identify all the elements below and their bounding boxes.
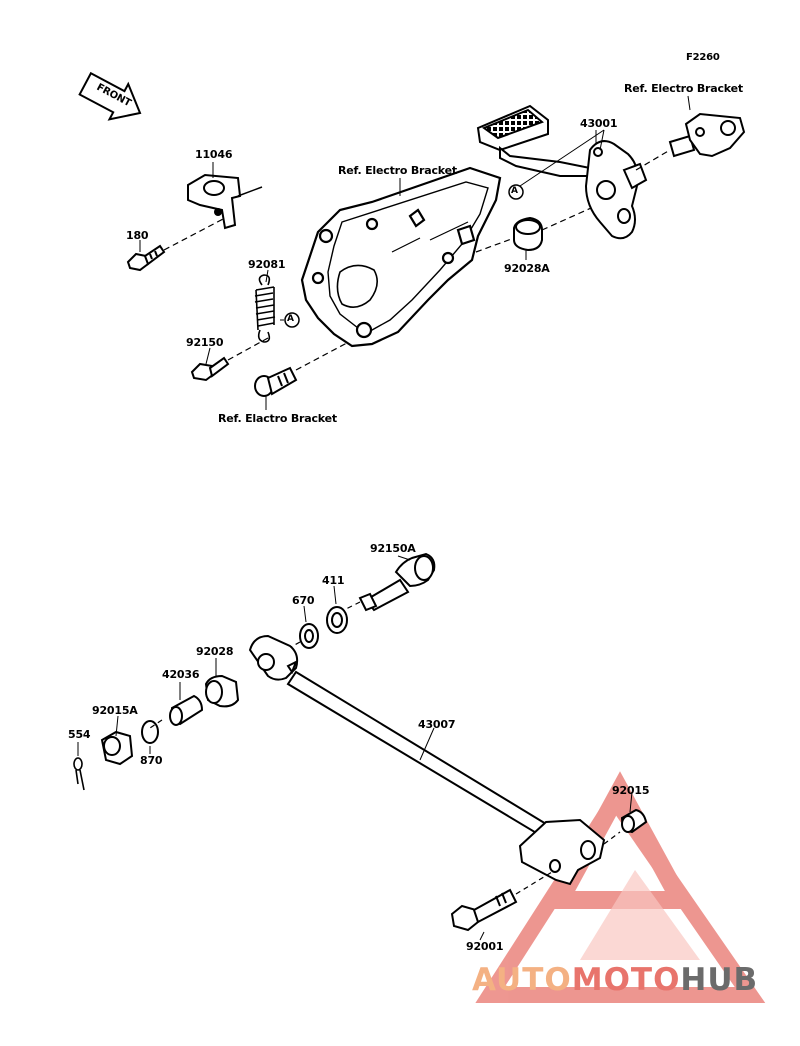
watermark-hub: HUB (680, 962, 759, 998)
part-92015A-nut (100, 730, 134, 766)
electro-bracket (300, 166, 502, 348)
marker-a-2 (508, 184, 524, 200)
part-stepped-bolt (254, 366, 298, 397)
marker-a-label-2: A (511, 186, 518, 196)
label-42036: 42036 (162, 668, 200, 681)
part-554-cotter-pin (73, 757, 85, 791)
ref-electro-bracket-pin (668, 112, 746, 158)
part-92081-spring (254, 274, 276, 343)
part-92015-collar (620, 808, 648, 834)
label-11046: 11046 (195, 148, 233, 161)
part-43001-brake-pedal (476, 104, 648, 240)
label-92015: 92015 (612, 784, 650, 797)
part-92150-bolt (190, 356, 230, 382)
label-92081: 92081 (248, 258, 286, 271)
ref-electro-bracket-mid: Ref. Electro Bracket (338, 164, 457, 177)
ref-electro-bracket-top: Ref. Electro Bracket (624, 82, 743, 95)
marker-a-1 (284, 312, 300, 328)
part-411-washer (326, 606, 348, 634)
label-43001: 43001 (580, 117, 618, 130)
label-92028A: 92028A (504, 262, 550, 275)
part-670-washer (299, 623, 319, 649)
part-92028-bushing (204, 674, 240, 708)
part-92028A-bushing (513, 216, 543, 252)
label-92028: 92028 (196, 645, 234, 658)
part-92150A-shoulder-bolt (358, 552, 436, 612)
label-92150: 92150 (186, 336, 224, 349)
label-92015A: 92015A (92, 704, 138, 717)
part-870-circlip (141, 720, 159, 744)
front-arrow-icon (78, 71, 142, 121)
label-554: 554 (68, 728, 91, 741)
part-180-bolt (126, 244, 166, 272)
part-42036-collar (169, 694, 204, 726)
label-411: 411 (322, 574, 345, 587)
leader-lines-top (139, 95, 691, 410)
label-870: 870 (140, 754, 163, 767)
figure-code: F2260 (686, 52, 720, 63)
marker-a-label-1: A (287, 314, 294, 324)
label-43007: 43007 (418, 718, 456, 731)
part-43007-brake-rod (248, 634, 606, 886)
ref-elactro-bracket-bottom: Ref. Elactro Bracket (218, 412, 337, 425)
watermark-auto: AUTO (472, 962, 572, 998)
label-92001: 92001 (466, 940, 504, 953)
part-11046-clamp (187, 173, 242, 230)
watermark-moto: MOTO (571, 962, 681, 998)
leader-lines-bottom (77, 555, 633, 941)
label-670: 670 (292, 594, 315, 607)
watermark-logo: AUTOMOTOHUB (472, 962, 758, 998)
part-92001-bolt (450, 888, 518, 932)
label-92150A: 92150A (370, 542, 416, 555)
label-180: 180 (126, 229, 149, 242)
